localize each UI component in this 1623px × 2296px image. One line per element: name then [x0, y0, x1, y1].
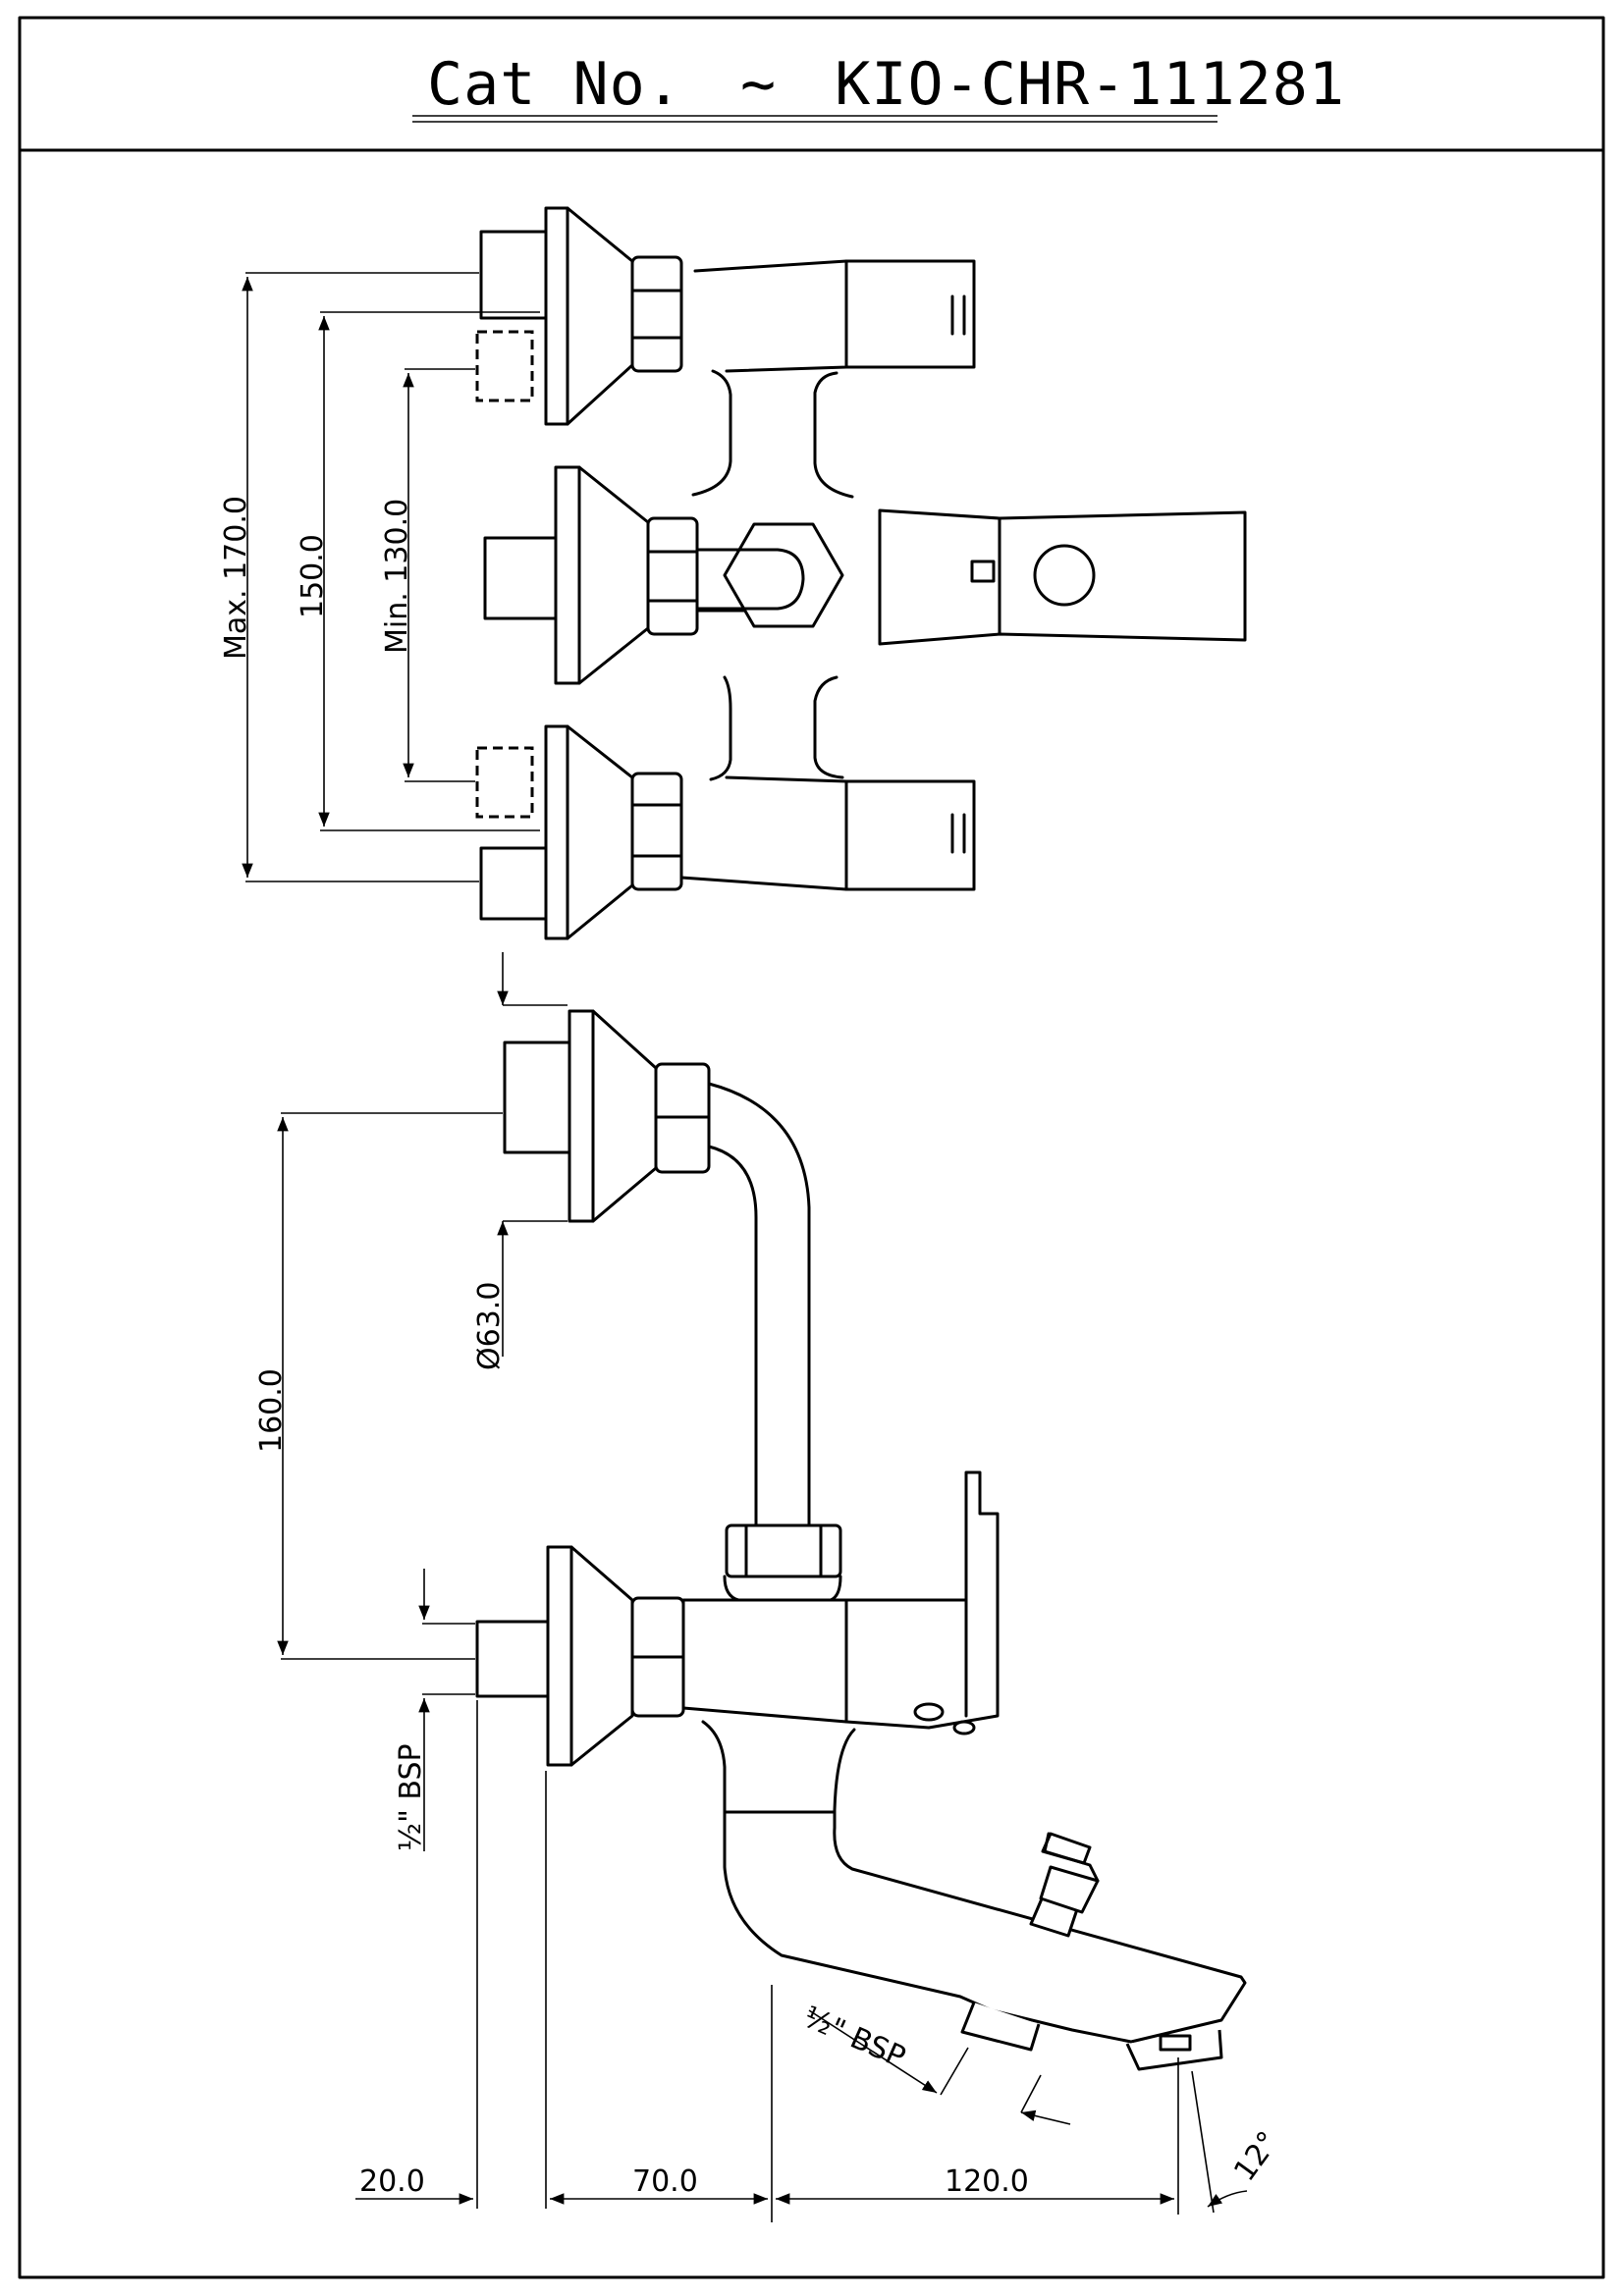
top-view: Max. 170.0 150.0 Min. 130.0	[219, 206, 1247, 940]
side-lower-flange	[475, 1545, 685, 1767]
side-riser-nut	[725, 1523, 842, 1578]
top-lever-pin	[970, 560, 996, 583]
dim-bsp-spout-line	[808, 2009, 938, 2094]
title-block: Cat No. ~ KIO-CHR-111281	[412, 50, 1345, 123]
drawing-border	[18, 16, 1605, 2279]
top-lever-knob	[1033, 544, 1096, 607]
dim-70-label: 70.0	[632, 2164, 698, 2199]
top-lower-bracket	[844, 779, 976, 891]
top-upper-arm	[693, 259, 848, 373]
dim-max-170-label: Max. 170.0	[219, 496, 253, 660]
top-lower-inlet	[475, 724, 683, 940]
side-diverter-body	[681, 1598, 848, 1724]
dim-12-label: 12°	[1227, 2125, 1286, 2188]
title-prefix: Cat No.	[427, 50, 682, 119]
side-upper-flange	[503, 1009, 711, 1223]
top-valve-body	[691, 369, 854, 781]
dim-120-label: 120.0	[945, 2164, 1029, 2199]
side-diverter-knob	[1029, 1832, 1100, 1938]
dim-12-arc	[1207, 2190, 1248, 2208]
dim-160-label: 160.0	[254, 1368, 289, 1453]
top-upper-bracket	[844, 259, 976, 369]
title-code: KIO-CHR-111281	[835, 50, 1345, 119]
side-spout	[701, 1720, 1247, 2044]
dim-bsp-wall-label: ½" BSP	[394, 1743, 428, 1851]
top-upper-inlet	[475, 206, 683, 426]
side-riser-pipe	[707, 1082, 811, 1527]
title-separator: ~	[740, 50, 777, 119]
top-lower-arm	[679, 775, 848, 891]
side-shower-outlet	[960, 2002, 1041, 2052]
dim-dia63-label: Ø63.0	[472, 1282, 507, 1370]
side-view: Ø63.0 160.0 ½" BSP ½" BSP 20.0 70.0 120.…	[254, 952, 1286, 2222]
dim-20-label: 20.0	[359, 2164, 425, 2199]
dim-150-label: 150.0	[296, 534, 330, 618]
svg-text:Cat No. ~ KIO-CHR-: Cat No. ~ KIO-CHR-111281	[427, 50, 1345, 119]
top-middle-inlet	[483, 465, 699, 685]
dim-bsp-spout-label: ½" BSP	[798, 2000, 910, 2075]
dim-min-130-label: Min. 130.0	[380, 499, 414, 654]
